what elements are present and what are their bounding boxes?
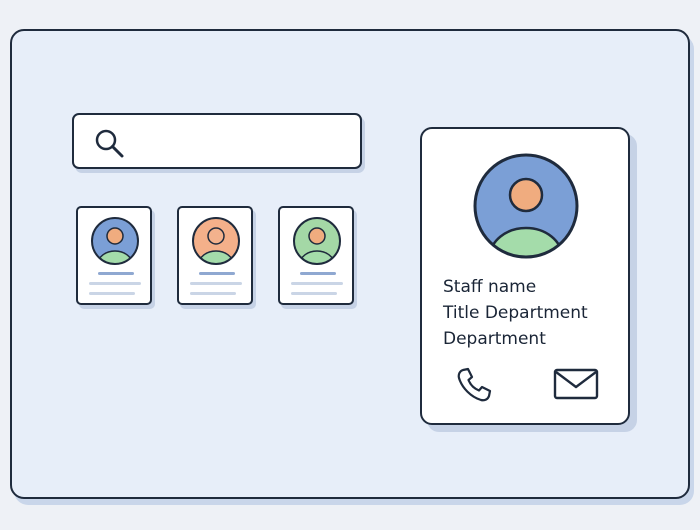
staff-name: Staff name xyxy=(443,277,537,297)
avatar-icon xyxy=(192,217,240,265)
card-detail-line xyxy=(291,292,337,295)
mail-icon[interactable] xyxy=(552,367,600,401)
staff-card-2[interactable] xyxy=(177,206,253,305)
avatar-icon xyxy=(293,217,341,265)
directory-window: Staff name Title Department Department xyxy=(10,29,690,499)
card-detail-line xyxy=(190,282,242,285)
card-detail-line xyxy=(291,282,343,285)
phone-icon[interactable] xyxy=(454,365,494,405)
card-detail-line xyxy=(89,292,135,295)
search-input[interactable] xyxy=(136,125,350,159)
card-name-line xyxy=(300,272,336,275)
card-name-line xyxy=(98,272,134,275)
staff-title: Title Department xyxy=(443,303,588,323)
avatar-icon xyxy=(473,153,579,259)
search-icon[interactable] xyxy=(92,126,128,162)
staff-detail-panel: Staff name Title Department Department xyxy=(420,127,630,425)
card-detail-line xyxy=(190,292,236,295)
search-bar[interactable] xyxy=(72,113,362,169)
avatar-icon xyxy=(91,217,139,265)
staff-card-1[interactable] xyxy=(76,206,152,305)
card-name-line xyxy=(199,272,235,275)
card-detail-line xyxy=(89,282,141,285)
staff-department: Department xyxy=(443,329,546,349)
staff-card-3[interactable] xyxy=(278,206,354,305)
